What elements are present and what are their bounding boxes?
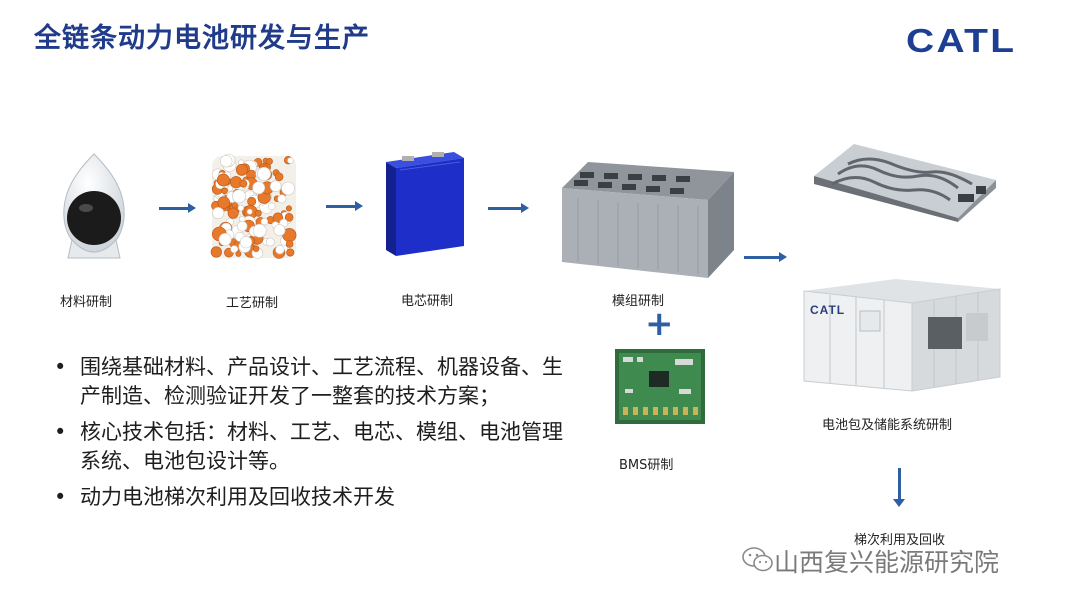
energy-storage-image	[800, 277, 1002, 393]
page-title: 全链条动力电池研发与生产	[34, 23, 370, 54]
plus-icon: +	[645, 304, 674, 344]
watermark-text: 山西复兴能源研究院	[774, 548, 1000, 577]
battery-module-image	[558, 158, 736, 280]
storage-catl-logo: CATL	[810, 303, 846, 317]
flow-arrow-down	[898, 468, 901, 500]
recycle-label: 梯次利用及回收	[854, 533, 946, 548]
pack-label: 电池包及储能系统研制	[822, 418, 953, 433]
step-label-material: 材料研制	[60, 295, 113, 310]
wechat-icon	[742, 547, 774, 573]
bms-board-image	[615, 349, 705, 424]
bullet-list: 围绕基础材料、产品设计、工艺流程、机器设备、生产制造、检测验证开发了一整套的技术…	[52, 353, 572, 519]
step-label-module: 模组研制	[612, 294, 665, 309]
flow-arrow	[744, 252, 787, 262]
bullet-item: 围绕基础材料、产品设计、工艺流程、机器设备、生产制造、检测验证开发了一整套的技术…	[52, 353, 572, 411]
battery-cell-image	[380, 148, 470, 260]
step-label-process: 工艺研制	[226, 296, 279, 311]
catl-logo: CATL	[906, 22, 1017, 59]
flow-arrow	[159, 203, 196, 213]
flow-arrow-down-head	[893, 499, 905, 507]
bullet-item: 动力电池梯次利用及回收技术开发	[52, 483, 572, 512]
bms-label: BMS研制	[619, 458, 674, 473]
battery-pack-image	[808, 140, 1000, 222]
bullet-item: 核心技术包括：材料、工艺、电芯、模组、电池管理系统、电池包设计等。	[52, 418, 572, 476]
step-label-cell: 电芯研制	[401, 294, 454, 309]
flow-arrow	[488, 203, 529, 213]
material-powder-image	[58, 152, 130, 262]
process-particles-image	[210, 152, 298, 262]
flow-arrow	[326, 201, 363, 211]
